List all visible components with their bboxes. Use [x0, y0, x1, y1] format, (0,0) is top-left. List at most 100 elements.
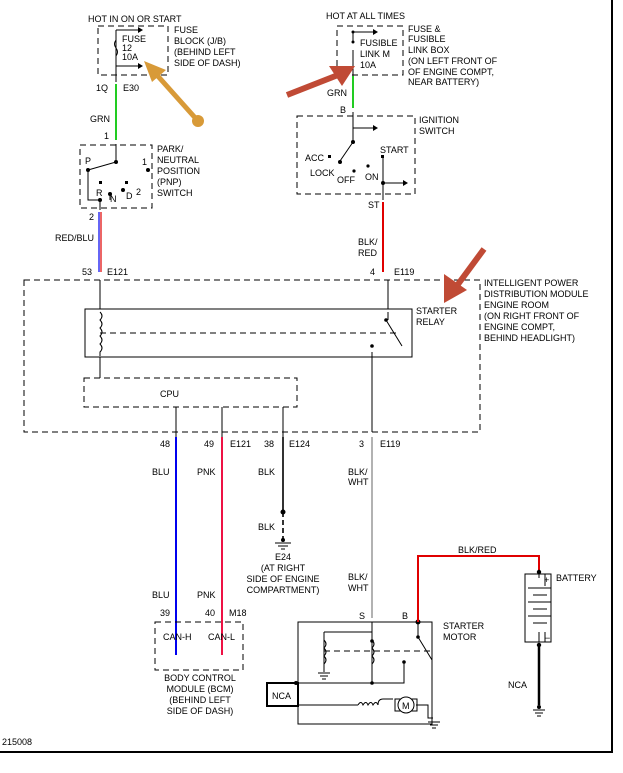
- battery-minus: −: [545, 633, 550, 643]
- pin-label: 2: [89, 212, 94, 222]
- ipdm-desc: BEHIND HEADLIGHT): [484, 333, 575, 343]
- can-h-label: CAN-H: [163, 632, 192, 642]
- connector-label: E30: [123, 83, 139, 93]
- wire-color-label: GRN: [327, 88, 347, 98]
- nca-box: [266, 682, 299, 707]
- cpu-label: CPU: [160, 389, 179, 399]
- fuse-label: FUSIBLE: [360, 38, 398, 48]
- connector-label: E121: [230, 439, 251, 449]
- position-label: ACC: [305, 153, 325, 163]
- fuse-block: HOT IN ON OR START FUSE 12 10A FUSE BLOC…: [88, 14, 241, 124]
- cpu-box: [83, 377, 298, 408]
- ground-icon: [533, 705, 545, 717]
- motor-icon: M: [394, 696, 418, 714]
- position-label: D: [126, 191, 133, 201]
- pnp-switch: 1 P R N D 2 1 PARK/ NEUTRAL POSITION (PN…: [55, 131, 200, 243]
- starter-motor: S B STARTER MOTOR M NCA: [266, 611, 485, 729]
- wire-color-label: WHT: [348, 583, 369, 593]
- pin-label: B: [402, 611, 408, 621]
- fuse-number: 12: [122, 43, 132, 53]
- pnp-desc: PARK/: [157, 144, 184, 154]
- wire-color-label: RED/BLU: [55, 233, 94, 243]
- pin-label: 40: [205, 608, 215, 618]
- position-label: OFF: [337, 175, 355, 185]
- wire-color-label: BLK: [258, 522, 275, 532]
- motor-label: M: [402, 701, 410, 711]
- fusible-header: HOT AT ALL TIMES: [326, 11, 405, 21]
- fuse-number: LINK M: [360, 49, 390, 59]
- position-label: LOCK: [310, 168, 335, 178]
- fuse-block-header: HOT IN ON OR START: [88, 14, 182, 24]
- fusible-desc: (ON LEFT FRONT OF: [408, 56, 498, 66]
- bcm-desc: SIDE OF DASH): [167, 706, 234, 716]
- ipdm: 53 E121 4 E119 INTELLIGENT POWER DISTRIB…: [23, 267, 589, 449]
- body-control-module: 39 40 M18 CAN-H CAN-L BODY CONTROL MODUL…: [154, 608, 247, 716]
- fusible-desc: LINK BOX: [408, 45, 450, 55]
- position-label: R: [96, 188, 103, 198]
- pin-label: 53: [82, 267, 92, 277]
- red-arrow-annotation-relay: [444, 247, 487, 303]
- pin-label: ST: [368, 200, 380, 210]
- fuse-block-desc: (BEHIND LEFT: [174, 47, 236, 57]
- bcm-desc: MODULE (BCM): [167, 684, 234, 694]
- fuse-rating: 10A: [122, 52, 138, 62]
- pnp-desc: (PNP): [157, 177, 182, 187]
- connector-label: E119: [394, 267, 414, 277]
- fusible-desc: OF ENGINE COMPT,: [408, 67, 494, 77]
- nca-label: NCA: [272, 691, 291, 701]
- wire-color-label: RED: [358, 248, 378, 258]
- relay-label: STARTER: [416, 306, 458, 316]
- ipdm-desc: (ON RIGHT FRONT OF: [484, 311, 580, 321]
- relay-label: RELAY: [416, 317, 445, 327]
- wire-color-label: BLK: [258, 467, 275, 477]
- pin-label: 1: [104, 131, 109, 141]
- ground-desc: (AT RIGHT: [261, 563, 306, 573]
- wire-color-label: BLU: [152, 590, 170, 600]
- wire-color-label: BLK/: [348, 467, 368, 477]
- position-label: P: [85, 156, 91, 166]
- connector-label: E121: [107, 267, 128, 277]
- fusible-link-box: HOT AT ALL TIMES FUSIBLE LINK M 10A FUSE…: [326, 11, 498, 98]
- wire-color-label: BLK/: [348, 572, 368, 582]
- connector-label: E124: [289, 439, 310, 449]
- ignition-desc: IGNITION: [419, 115, 459, 125]
- ground-desc: COMPARTMENT): [247, 585, 320, 595]
- pnp-desc: NEUTRAL: [157, 155, 199, 165]
- ground-icon: [275, 538, 291, 550]
- fuse-rating: 10A: [360, 60, 376, 70]
- ground-icon: [318, 672, 440, 729]
- position-label: N: [110, 194, 117, 204]
- pnp-desc: SWITCH: [157, 188, 193, 198]
- pin-label: S: [359, 611, 365, 621]
- pin-label: 49: [204, 439, 214, 449]
- bcm-desc: (BEHIND LEFT: [169, 695, 231, 705]
- wire-color-label: PNK: [197, 467, 216, 477]
- connector-label: E119: [380, 439, 400, 449]
- fuse-label: FUSE: [122, 34, 146, 44]
- ipdm-desc: DISTRIBUTION MODULE: [484, 289, 589, 299]
- pin-label: 48: [160, 439, 170, 449]
- starter-relay-box: [84, 308, 413, 358]
- battery-label: BATTERY: [556, 573, 597, 583]
- fusible-desc: FUSE &: [408, 24, 441, 34]
- battery-plus: +: [544, 575, 549, 585]
- fuse-block-desc: SIDE OF DASH): [174, 58, 241, 68]
- ipdm-desc: ENGINE ROOM: [484, 300, 549, 310]
- ignition-desc: SWITCH: [419, 126, 455, 136]
- fuse-block-desc: BLOCK (J/B): [174, 36, 226, 46]
- can-l-label: CAN-L: [208, 632, 235, 642]
- pin-label: 39: [160, 608, 170, 618]
- red-arrow-annotation-fusible: [285, 66, 355, 98]
- position-label: 1: [142, 157, 147, 167]
- pin-label: 38: [264, 439, 274, 449]
- pnp-desc: POSITION: [157, 166, 200, 176]
- ground-id: E24: [275, 552, 291, 562]
- starter-desc: MOTOR: [443, 632, 477, 642]
- wire-color-label: PNK: [197, 590, 216, 600]
- ipdm-desc: INTELLIGENT POWER: [484, 278, 579, 288]
- pin-label: 4: [370, 267, 375, 277]
- position-label: 2: [136, 187, 141, 197]
- connector-label: M18: [229, 608, 247, 618]
- position-label: START: [380, 145, 409, 155]
